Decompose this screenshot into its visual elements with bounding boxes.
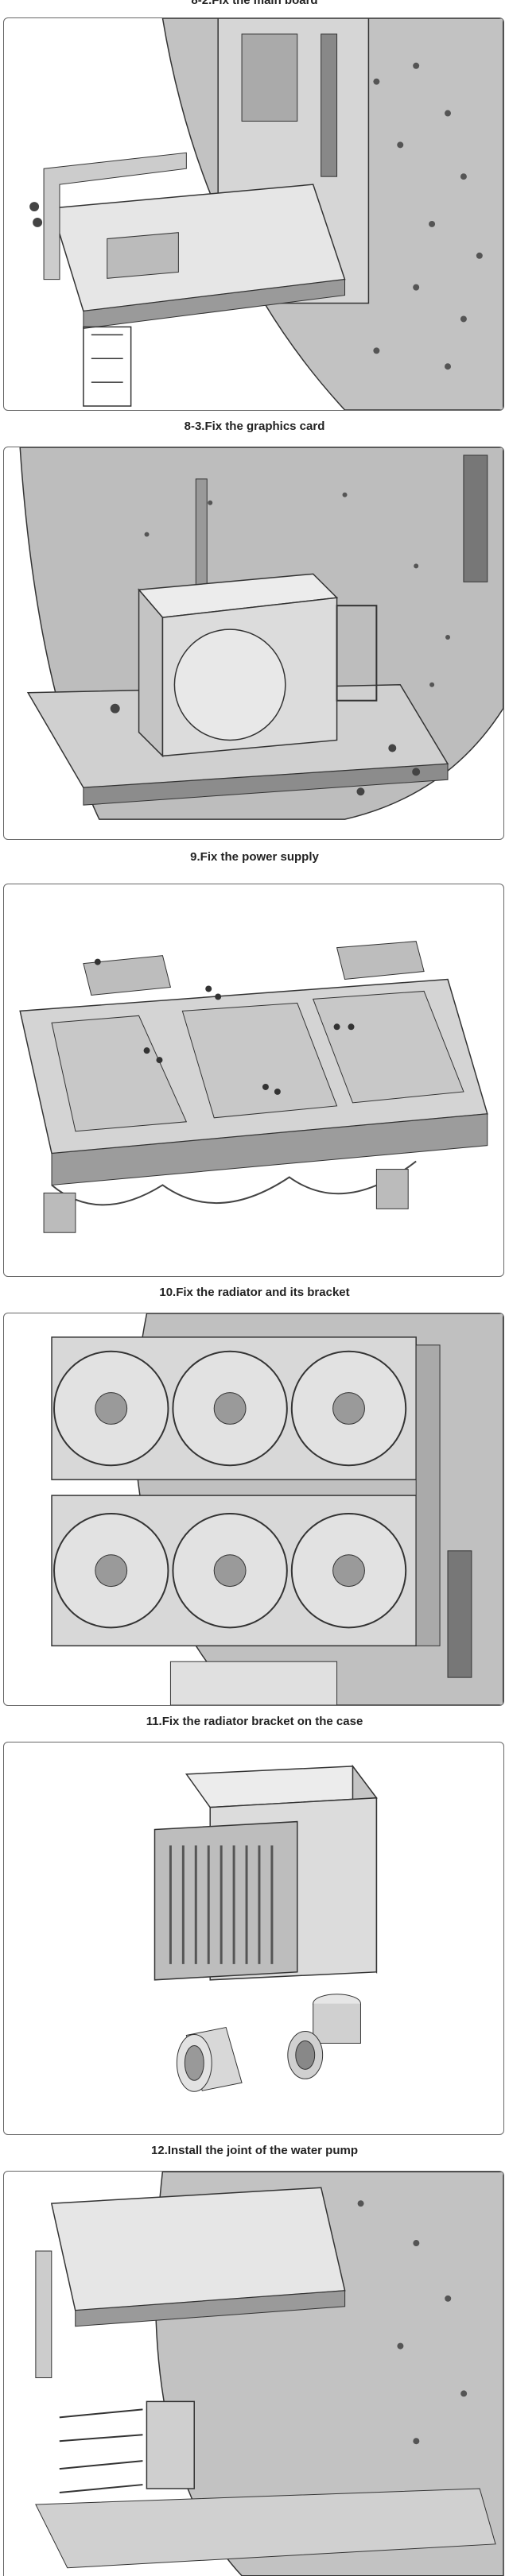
power-supply-illustration bbox=[19, 447, 503, 820]
figure-panel-radiator-bracket bbox=[3, 1313, 504, 1706]
step-title-8-3: 8-3.Fix the graphics card bbox=[184, 420, 325, 433]
step-title-12: 12.Install the joint of the water pump bbox=[150, 2144, 359, 2157]
step-title-10: 10.Fix the radiator and its bracket bbox=[159, 1286, 350, 1299]
figure-panel-radiator bbox=[3, 884, 504, 1277]
radiator-illustration bbox=[19, 941, 488, 1233]
step-title-8-2: 8-2.Fix the main board bbox=[191, 0, 318, 7]
radiator-bracket-illustration bbox=[51, 1313, 503, 1705]
step-title-11: 11.Fix the radiator bracket on the case bbox=[146, 1715, 363, 1728]
figure-panel-graphics-card bbox=[3, 17, 504, 411]
step-title-9: 9.Fix the power supply bbox=[190, 850, 319, 864]
water-pump-illustration bbox=[153, 1764, 378, 2092]
pump-mount-illustration bbox=[35, 2172, 503, 2576]
figure-panel-pump-mount bbox=[3, 2171, 504, 2576]
figure-panel-water-pump bbox=[3, 1742, 504, 2135]
graphics-card-illustration bbox=[29, 18, 503, 410]
figure-panel-power-supply bbox=[3, 447, 504, 840]
